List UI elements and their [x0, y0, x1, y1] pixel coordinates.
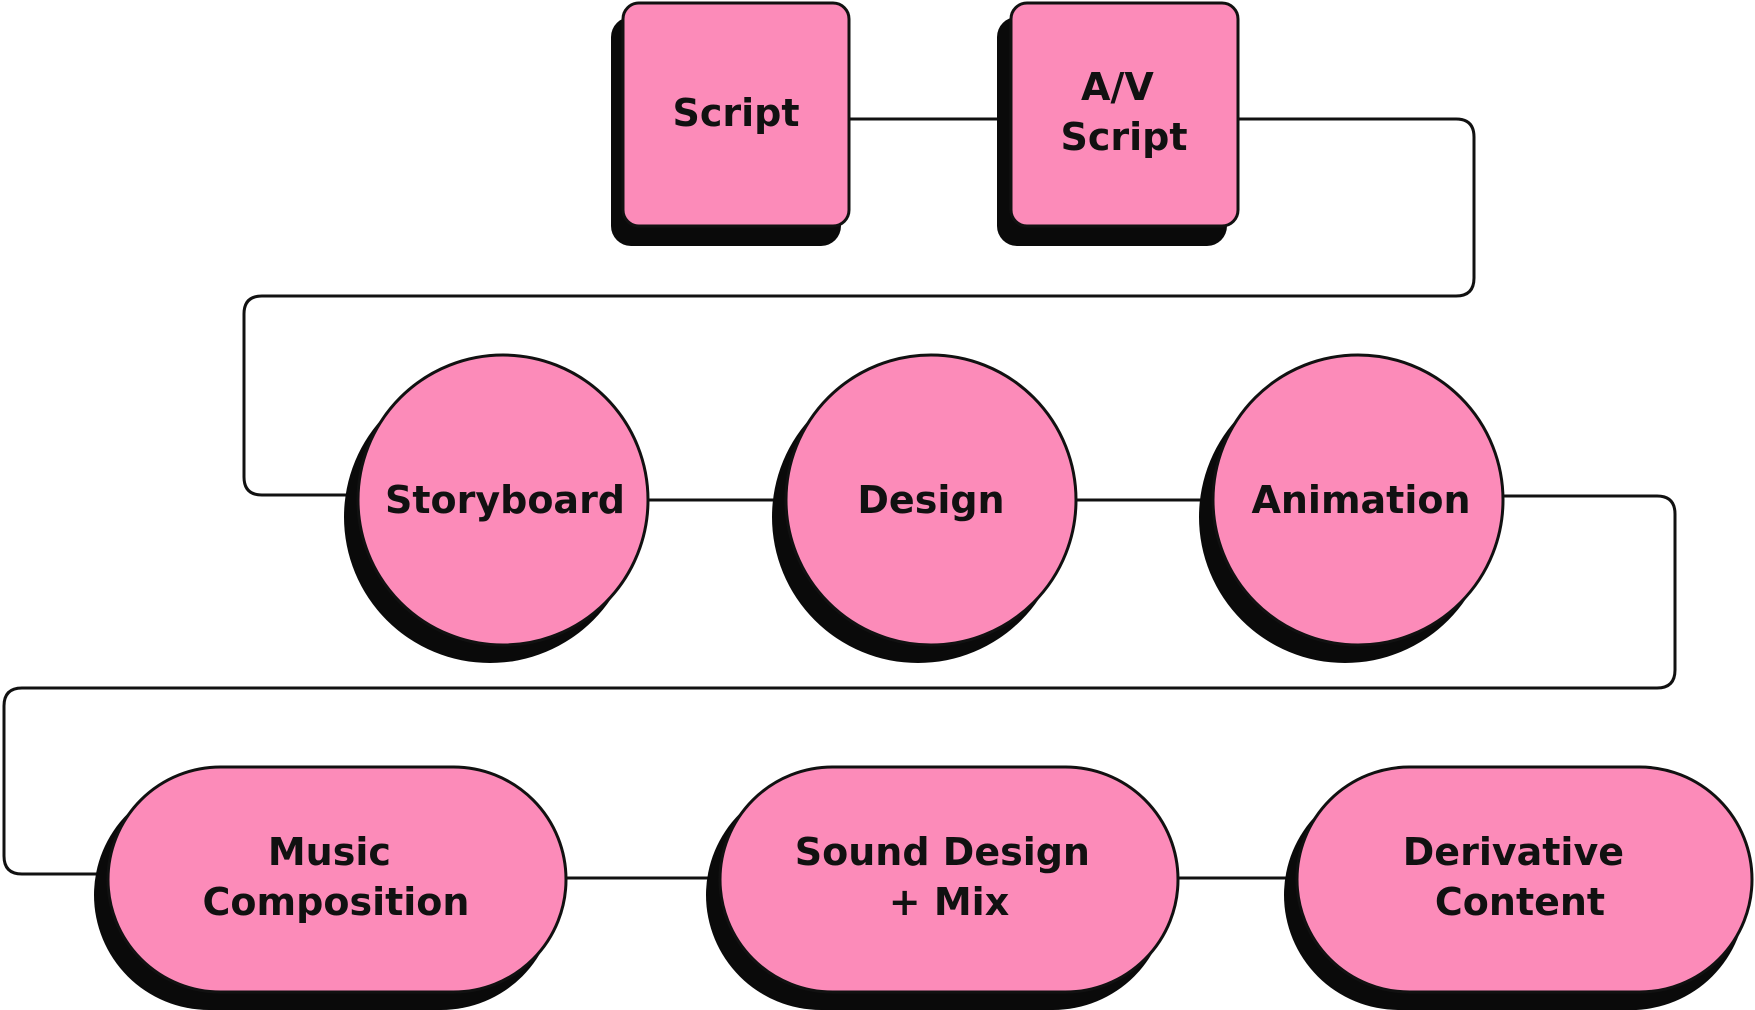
connectors	[2, 117, 1677, 880]
node-face	[1009, 1, 1240, 228]
node-script[interactable]: Script	[611, 1, 851, 246]
node-label: A/V Script	[1060, 65, 1187, 159]
node-face	[784, 353, 1078, 647]
node-design[interactable]: Design	[772, 353, 1078, 663]
connector-animation-to-music-composition	[2, 494, 1677, 876]
node-av-script[interactable]: A/V Script	[997, 1, 1240, 246]
node-storyboard[interactable]: Storyboard	[344, 353, 650, 663]
node-derivative-content[interactable]: Derivative Content	[1284, 765, 1754, 1010]
node-label: Animation	[1251, 478, 1470, 522]
node-sound-design-mix[interactable]: Sound Design + Mix	[706, 765, 1180, 1010]
node-face	[1211, 353, 1505, 647]
node-animation[interactable]: Animation	[1199, 353, 1505, 663]
node-label: Storyboard	[385, 478, 625, 522]
node-label: Design	[857, 478, 1004, 522]
node-face	[1295, 765, 1754, 994]
node-face	[106, 765, 568, 994]
node-label: Derivative Content	[1403, 830, 1637, 924]
node-label: Sound Design + Mix	[795, 830, 1103, 924]
node-label: Script	[672, 91, 799, 135]
connector-av-script-to-storyboard	[242, 117, 1476, 497]
node-face	[621, 1, 851, 228]
node-face	[718, 765, 1180, 994]
node-face	[356, 353, 650, 647]
node-music-composition[interactable]: Music Composition	[94, 765, 568, 1010]
node-label: Music Composition	[203, 830, 470, 924]
